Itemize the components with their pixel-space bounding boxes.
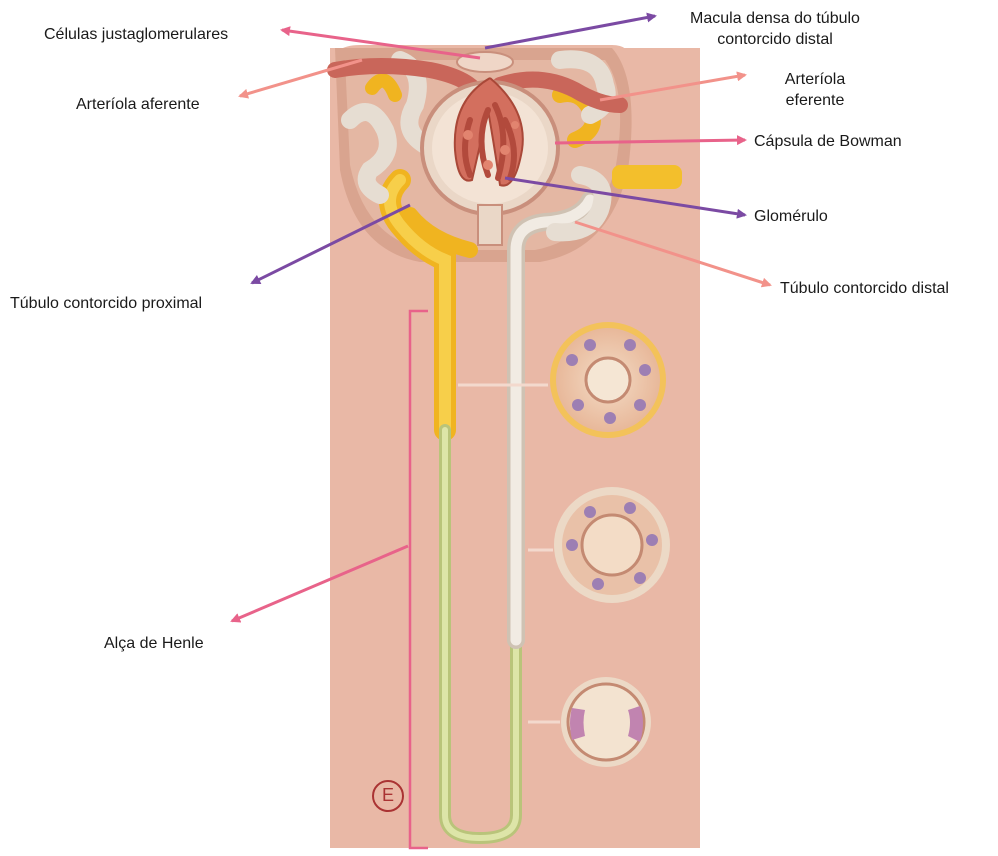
cross-section-distal <box>554 487 670 603</box>
label-efferent-line1: Arteríola <box>770 69 860 90</box>
label-afferent: Arteríola aferente <box>76 94 200 115</box>
cross-section-proximal <box>550 322 666 438</box>
arrow-macula-densa <box>485 16 655 48</box>
label-efferent: Arteríola eferente <box>770 69 860 111</box>
label-bowman: Cápsula de Bowman <box>754 131 902 152</box>
label-efferent-line2: eferente <box>770 90 860 111</box>
label-jg-cells: Células justaglomerulares <box>44 24 228 45</box>
cross-section-thin-limb <box>561 677 651 767</box>
label-macula-densa: Macula densa do túbulo contorcido distal <box>660 8 890 50</box>
label-macula-densa-line1: Macula densa do túbulo <box>660 8 890 29</box>
label-dct: Túbulo contorcido distal <box>780 278 949 299</box>
model-mark-letter: E <box>373 785 403 806</box>
label-henle: Alça de Henle <box>104 633 204 654</box>
label-macula-densa-line2: contorcido distal <box>660 29 890 50</box>
label-glomerulus: Glomérulo <box>754 206 828 227</box>
label-pct: Túbulo contorcido proximal <box>10 293 202 314</box>
